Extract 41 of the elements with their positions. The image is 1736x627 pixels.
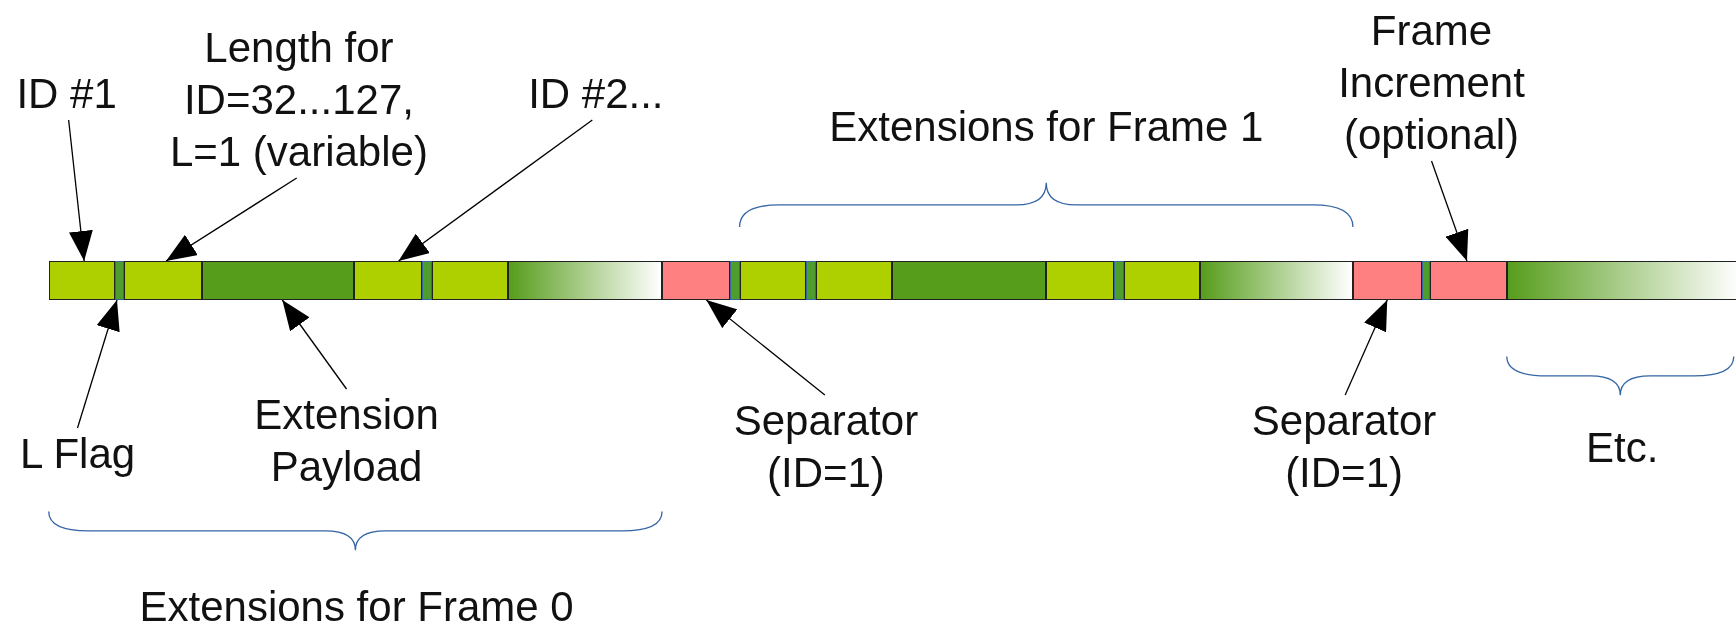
caption-text: Extensions for Frame 1 bbox=[829, 102, 1264, 152]
leader-arrow bbox=[705, 299, 826, 396]
callout-text: ID #2... bbox=[528, 68, 664, 120]
field-segment bbox=[49, 261, 115, 300]
field-segment bbox=[740, 261, 806, 300]
flag-segment bbox=[422, 261, 432, 300]
leader-arrow bbox=[281, 299, 348, 390]
flag-segment bbox=[1114, 261, 1124, 300]
leader-arrow bbox=[76, 299, 120, 429]
callout-text: Separator (ID=1) bbox=[1229, 395, 1460, 499]
leader-arrow bbox=[68, 119, 93, 262]
caption-text: Etc. bbox=[1585, 423, 1659, 473]
field-segment bbox=[124, 261, 202, 300]
flag-segment bbox=[1422, 261, 1430, 300]
callout-text: L Flag bbox=[20, 428, 136, 480]
callout-text: ID #1 bbox=[16, 68, 117, 120]
fading-segment bbox=[1507, 261, 1736, 300]
flag-segment bbox=[730, 261, 740, 300]
leader-arrow bbox=[397, 119, 593, 262]
separator-segment bbox=[1430, 261, 1507, 300]
flag-segment bbox=[115, 261, 124, 300]
separator-segment bbox=[662, 261, 730, 300]
payload-segment bbox=[202, 261, 354, 300]
field-segment bbox=[1046, 261, 1114, 300]
flag-segment bbox=[806, 261, 816, 300]
fading-segment bbox=[508, 261, 662, 300]
field-segment bbox=[816, 261, 892, 300]
callout-text: Separator (ID=1) bbox=[710, 395, 941, 499]
leader-arrow bbox=[1344, 299, 1388, 396]
caption-text: Extensions for Frame 0 bbox=[139, 582, 574, 627]
leader-arrow bbox=[1430, 160, 1469, 262]
fading-segment bbox=[1200, 261, 1353, 300]
separator-segment bbox=[1353, 261, 1422, 300]
callout-text: Length for ID=32...127, L=1 (variable) bbox=[158, 22, 439, 178]
field-segment bbox=[354, 261, 422, 300]
field-segment bbox=[432, 261, 508, 300]
callout-text: Extension Payload bbox=[231, 389, 462, 493]
leader-arrow bbox=[165, 177, 298, 262]
field-segment bbox=[1124, 261, 1200, 300]
callout-text: Frame Increment (optional) bbox=[1321, 5, 1542, 161]
payload-segment bbox=[892, 261, 1046, 300]
